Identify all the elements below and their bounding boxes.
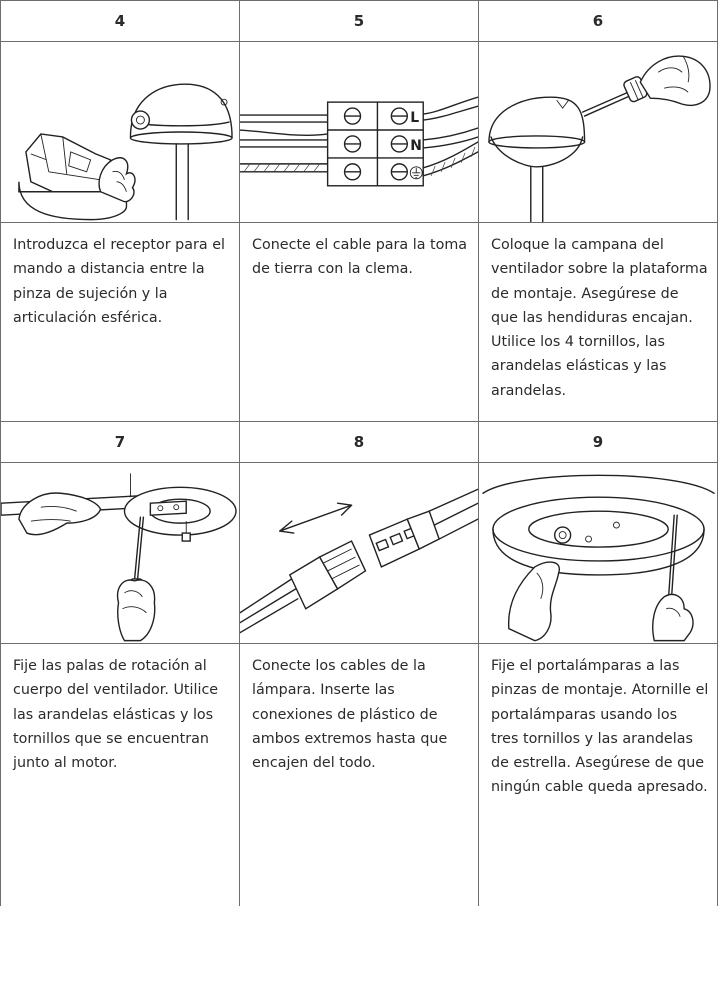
step-7-illustration: [0, 462, 240, 644]
lamp-holder-illustration: [482, 474, 715, 642]
canopy-screw-illustration: [488, 55, 711, 222]
instruction-grid: 4 5 6: [0, 0, 718, 906]
step-9-illustration: [478, 462, 718, 644]
step-description: Fije el portalámparas a las pinzas de mo…: [478, 643, 718, 906]
step-description: Coloque la campana del ventilador sobre …: [478, 222, 718, 422]
step-number: 9: [478, 421, 718, 463]
connector-plug-illustration: [240, 488, 478, 634]
step-number: 6: [478, 0, 718, 42]
step-description: Introduzca el receptor para el mando a d…: [0, 222, 240, 422]
step-8-illustration: [239, 462, 479, 644]
double-arrow-icon: [279, 502, 353, 534]
step-6-illustration: [478, 41, 718, 223]
terminal-label-l: L: [410, 110, 419, 126]
remote-receiver-illustration: [18, 83, 233, 221]
image-row-1: L N: [0, 41, 718, 223]
terminal-label-n: N: [410, 138, 422, 154]
step-description: Conecte el cable para la toma de tierra …: [239, 222, 479, 422]
number-row-2: 7 8 9: [0, 421, 718, 463]
text-row-1: Introduzca el receptor para el mando a d…: [0, 222, 718, 422]
ground-symbol-icon: [409, 166, 423, 180]
step-4-illustration: [0, 41, 240, 223]
image-row-2: [0, 462, 718, 644]
step-number: 8: [239, 421, 479, 463]
text-row-2: Fije las palas de rotación al cuerpo del…: [0, 643, 718, 906]
step-number: 7: [0, 421, 240, 463]
step-description: Fije las palas de rotación al cuerpo del…: [0, 643, 240, 906]
step-number: 5: [239, 0, 479, 42]
blade-attachment-illustration: [1, 473, 237, 642]
step-number: 4: [0, 0, 240, 42]
step-5-illustration: L N: [239, 41, 479, 223]
terminal-block-illustration: L N: [240, 96, 478, 187]
step-description: Conecte los cables de la lámpara. Insert…: [239, 643, 479, 906]
number-row-1: 4 5 6: [0, 0, 718, 42]
